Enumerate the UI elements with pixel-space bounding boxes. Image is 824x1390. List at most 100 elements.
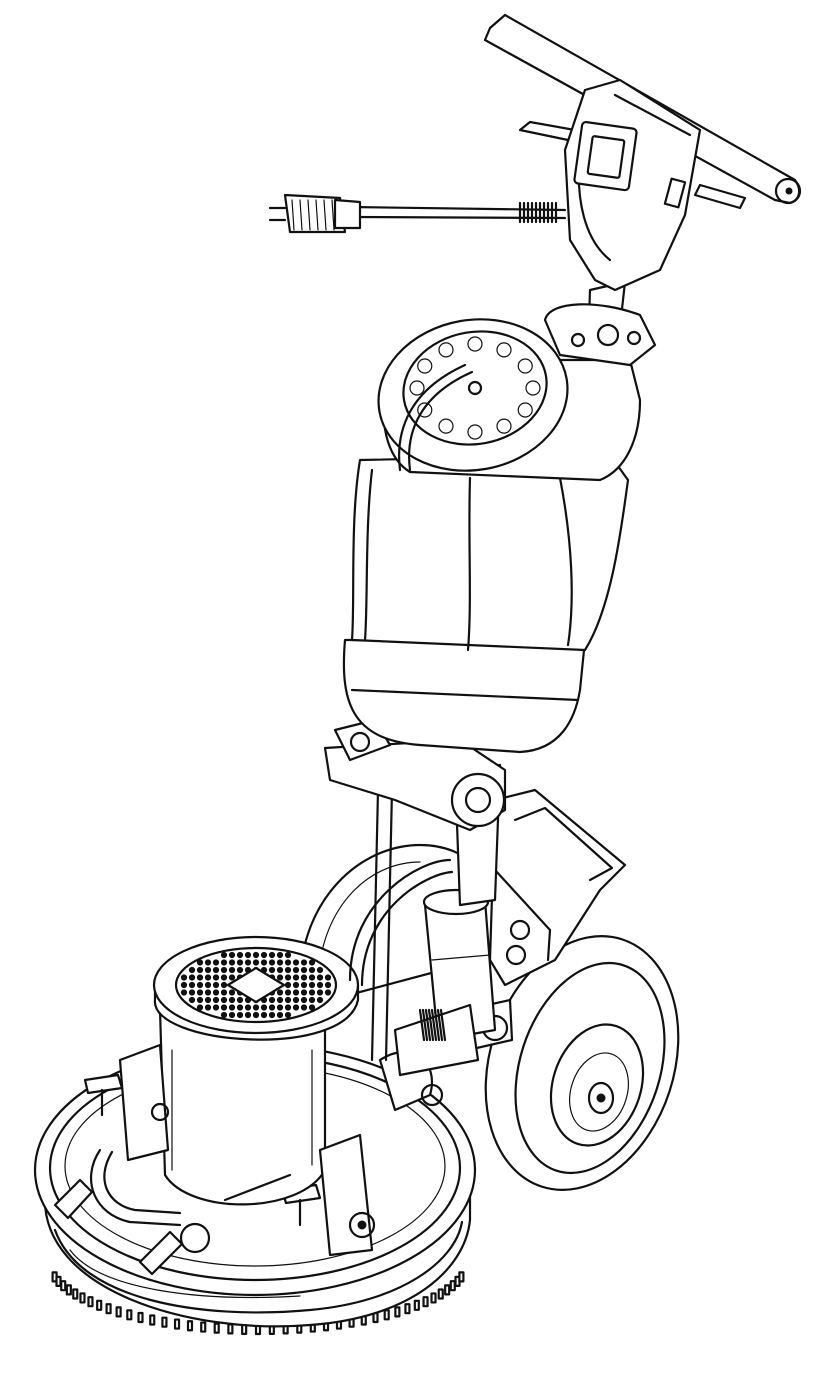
bristle-tuft (444, 1284, 451, 1296)
vent-hole (244, 1011, 252, 1019)
vent-hole (276, 989, 284, 996)
vent-hole (212, 989, 220, 996)
vent-hole (180, 974, 188, 981)
plug-rib (331, 199, 335, 231)
vent-hole (284, 959, 292, 966)
vent-hole (212, 959, 220, 966)
vent-hole (252, 1004, 260, 1011)
vent-hole (284, 1004, 292, 1011)
bristle-tuft (394, 1306, 401, 1318)
vent-hole (276, 1011, 284, 1019)
plug-rib (299, 199, 303, 231)
vent-hole (204, 1004, 212, 1011)
spring-coil (436, 1008, 444, 1042)
vent-hole (196, 981, 204, 989)
motor-housing (152, 935, 360, 1206)
vent-hole (236, 1004, 244, 1011)
cap-notch (525, 380, 541, 396)
control-panel (563, 78, 702, 292)
vent-hole (228, 959, 236, 966)
vent-hole (284, 996, 292, 1004)
vent-hole (204, 966, 212, 974)
vent-hole (300, 981, 308, 989)
bristle-tuft (149, 1314, 156, 1326)
vent-hole (268, 1004, 276, 1011)
vent-hole (284, 989, 292, 996)
vent-hole (204, 996, 212, 1004)
vent-hole (204, 989, 212, 996)
bristle-tuft (126, 1309, 133, 1321)
cap-notch (409, 380, 425, 396)
bristle-tuft (161, 1316, 168, 1328)
vent-hole (196, 959, 204, 966)
vent-hole (308, 959, 316, 966)
bristle-tuft (186, 1320, 194, 1332)
bristle-tuft (72, 1288, 79, 1300)
bristle-tuft (404, 1303, 411, 1315)
spring-coil (421, 1008, 429, 1042)
vent-hole (220, 974, 228, 981)
vent-hole (252, 959, 260, 966)
spring-coil (418, 1008, 426, 1042)
solution-tank (342, 318, 642, 754)
spring-coil (427, 1008, 435, 1042)
bristle-tuft (437, 1288, 444, 1300)
vent-hole (308, 966, 316, 974)
vent-hole (284, 974, 292, 981)
vent-hole (236, 1011, 244, 1019)
cap-notch (467, 424, 483, 440)
plug-rib (291, 199, 295, 231)
vent-hole (244, 1004, 252, 1011)
vent-hole (260, 951, 268, 959)
vent-hole (204, 974, 212, 981)
plug-grip-ribs (291, 199, 335, 231)
bristle-tuft (65, 1284, 72, 1296)
vent-hole (260, 959, 268, 966)
vent-hole (220, 989, 228, 996)
vent-hole (316, 996, 324, 1004)
bristle-tuft (213, 1322, 220, 1334)
vent-hole (260, 1004, 268, 1011)
plug-rib (323, 199, 327, 231)
vent-hole (188, 989, 196, 996)
bristle-tuft (227, 1323, 234, 1335)
cap-notch (438, 342, 454, 358)
vent-hole (276, 1004, 284, 1011)
plug-rib (315, 199, 319, 231)
vent-hole (252, 1011, 260, 1019)
vent-hole (316, 989, 324, 996)
vent-hole (188, 981, 196, 989)
vent-hole (236, 966, 244, 974)
vent-hole (324, 981, 332, 989)
vent-hole (292, 989, 300, 996)
vent-hole (284, 981, 292, 989)
vent-hole (316, 981, 324, 989)
bristle-tuft (200, 1321, 207, 1333)
cap-notch (438, 418, 454, 434)
vent-hole (204, 981, 212, 989)
bristle-tuft (173, 1318, 181, 1330)
vent-hole (308, 1004, 316, 1011)
vent-hole (300, 959, 308, 966)
vent-hole (308, 989, 316, 996)
vent-hole (268, 966, 276, 974)
vent-hole (188, 974, 196, 981)
vent-hole (188, 996, 196, 1004)
vent-hole (324, 974, 332, 981)
bristle-tuft (422, 1296, 429, 1308)
cable-strain-relief (518, 201, 558, 224)
vent-hole (228, 1011, 236, 1019)
vent-hole (204, 959, 212, 966)
vent-hole (292, 981, 300, 989)
cap-notch (496, 418, 512, 434)
vent-hole (276, 974, 284, 981)
vent-hole (276, 996, 284, 1004)
vent-hole (212, 1004, 220, 1011)
bristle-tuft (79, 1292, 86, 1304)
vent-hole (308, 996, 316, 1004)
vent-hole (220, 1011, 228, 1019)
vent-hole (300, 966, 308, 974)
vent-hole (212, 996, 220, 1004)
vent-hole (228, 989, 236, 996)
vent-hole (212, 966, 220, 974)
